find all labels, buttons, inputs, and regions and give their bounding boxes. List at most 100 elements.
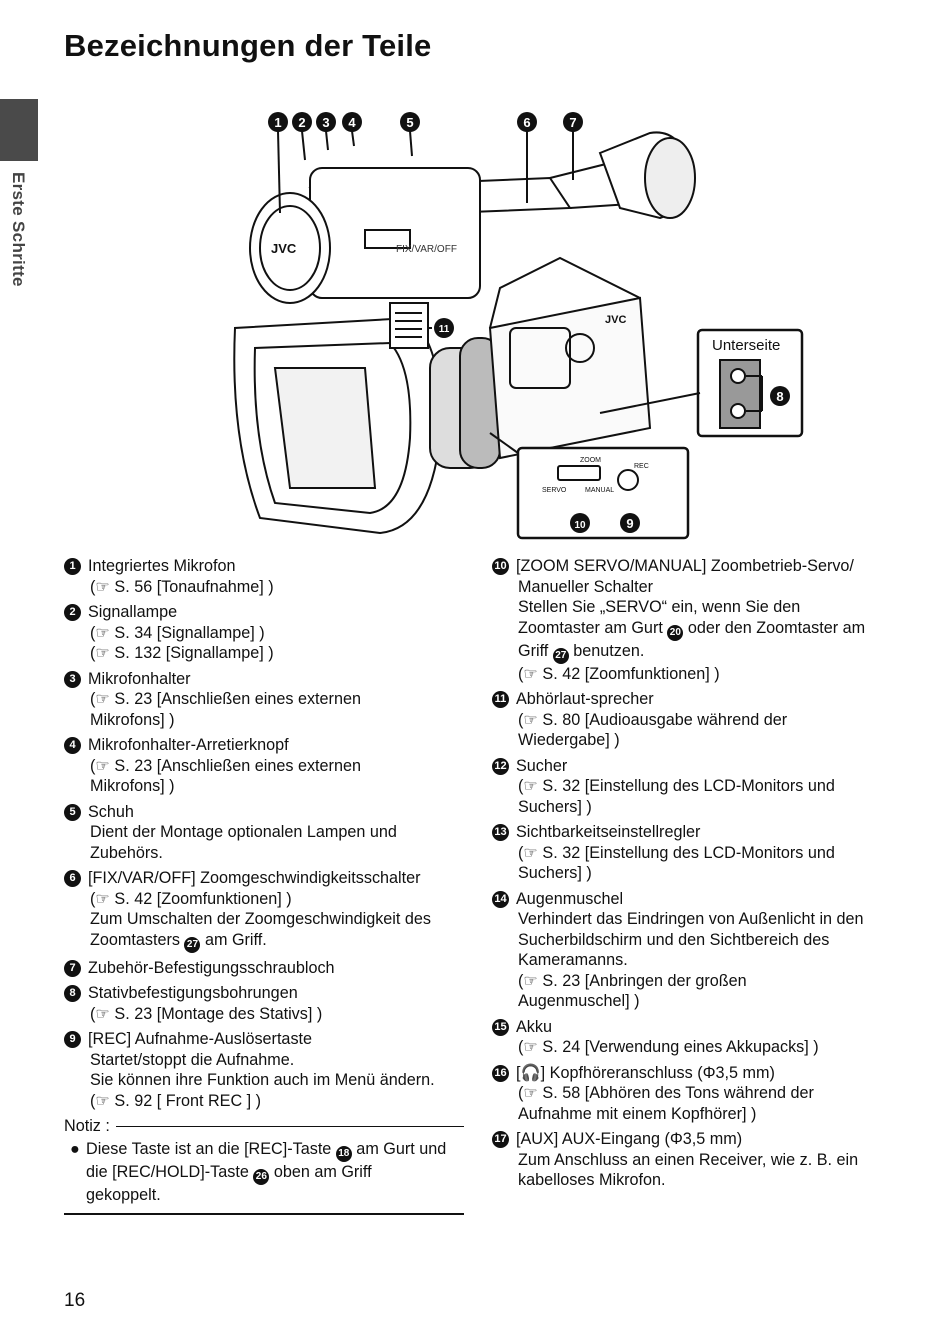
item-line: Zum Anschluss an einen Receiver, wie z. … [518, 1150, 859, 1169]
part-item-12: 12 Sucher (☞ S. 32 [Einstellung des LCD-… [492, 756, 902, 818]
part-item-13: 13 Sichtbarkeitseinstellregler (☞ S. 32 … [492, 822, 902, 884]
part-item-16: 16 [🎧] Kopfhöreranschluss (Φ3,5 mm) (☞ S… [492, 1063, 902, 1125]
item-line: Mikrofons] ) [90, 710, 175, 729]
item-line: (☞ S. 32 [Einstellung des LCD-Monitors u… [518, 777, 835, 795]
item-line: (☞ S. 23 [Anbringen der großen [518, 971, 747, 990]
part-item-8: 8 Stativbefestigungsbohrungen (☞ S. 23 [… [64, 983, 464, 1024]
page-title: Bezeichnungen der Teile [64, 28, 432, 63]
item-line: (☞ S. 23 [Montage des Stativs] ) [90, 1004, 323, 1023]
item-number-badge: 12 [492, 757, 509, 775]
item-line: (☞ S. 58 [Abhören des Tons während der [518, 1084, 814, 1102]
item-line: Kameramanns. [518, 951, 628, 969]
parts-list-left: 1 Integriertes Mikrofon (☞ S. 56 [Tonauf… [64, 556, 464, 1215]
callout-10-text: 10 [574, 520, 586, 531]
item-line: (☞ S. 42 [Zoomfunktionen] ) [90, 889, 292, 908]
item-line: Griff 27 benutzen. [516, 641, 902, 664]
item-number-badge: 7 [64, 959, 81, 977]
part-item-2: 2 Signallampe (☞ S. 34 [Signallampe] ) (… [64, 602, 464, 664]
item-line: (☞ S. 34 [Signallampe] ) [90, 623, 265, 642]
note-line: gekoppelt. [86, 1185, 161, 1204]
item-title: [AUX] AUX-Eingang (Φ3,5 mm) [516, 1130, 743, 1148]
item-line: kabelloses Mikrofon. [518, 1171, 666, 1189]
part-item-4: 4 Mikrofonhalter-Arretierknopf (☞ S. 23 … [64, 735, 464, 797]
callout-4 [342, 112, 362, 132]
item-line: Zum Umschalten der Zoomgeschwindigkeit d… [90, 910, 431, 928]
callout-9-text: 9 [626, 516, 633, 531]
item-line: Augenmuschel] ) [518, 992, 640, 1010]
item-number-badge: 16 [492, 1064, 509, 1082]
parts-list-right: 10 [ZOOM SERVO/MANUAL] Zoombetrieb-Servo… [492, 556, 902, 1196]
camera-illustration: FIX/VAR/OFF JVC JVC Unterseite ZOOM SERV… [233, 112, 804, 540]
item-number-badge: 11 [492, 691, 509, 708]
callout-3-text: 3 [322, 115, 329, 130]
callout-6 [517, 112, 537, 132]
item-line: Verhindert das Eindringen von Außenlicht… [518, 910, 864, 928]
item-number-badge: 2 [64, 604, 81, 621]
part-item-1: 1 Integriertes Mikrofon (☞ S. 56 [Tonauf… [64, 556, 464, 597]
text-fragment: am Griff. [200, 930, 267, 949]
item-number-badge: 8 [64, 985, 81, 1002]
item-line: Dient der Montage optionalen Lampen und [90, 823, 397, 841]
item-number-badge: 10 [492, 558, 509, 575]
note-box: Notiz : ● Diese Taste ist an die [REC]-T… [64, 1116, 464, 1215]
item-number-badge: 5 [64, 803, 81, 821]
item-title: Akku [516, 1017, 552, 1036]
item-title: Mikrofonhalter-Arretierknopf [88, 736, 289, 754]
item-line: (☞ S. 92 [ Front REC ] ) [90, 1091, 262, 1110]
item-line: Stellen Sie „SERVO“ ein, wenn Sie den [518, 598, 801, 616]
inline-number-badge: 27 [184, 936, 201, 953]
item-line: (☞ S. 132 [Signallampe] ) [90, 644, 274, 662]
part-item-10: 10 [ZOOM SERVO/MANUAL] Zoombetrieb-Servo… [492, 556, 902, 684]
page-number: 16 [64, 1290, 86, 1311]
callout-4-text: 4 [348, 115, 356, 130]
callout-11-text: 11 [439, 324, 450, 335]
text-fragment: die [REC/HOLD]-Taste [86, 1162, 254, 1181]
note-header: Notiz : [64, 1116, 464, 1137]
item-title: Augenmuschel [516, 889, 624, 908]
inline-number-badge: 27 [552, 647, 569, 664]
item-number-badge: 6 [64, 870, 81, 887]
inline-number-badge: 26 [253, 1168, 270, 1185]
callout-5 [400, 112, 420, 132]
item-title: [ZOOM SERVO/MANUAL] Zoombetrieb-Servo/ [516, 557, 854, 575]
callout-7 [563, 112, 583, 132]
note-end-rule [64, 1213, 464, 1215]
fix-var-off-switch-label: FIX/VAR/OFF [396, 244, 457, 255]
text-fragment: oben am Griff [269, 1162, 372, 1181]
section-tab-marker [0, 99, 38, 161]
item-title: [REC] Aufnahme-Auslösertaste [88, 1030, 313, 1048]
item-line: Startet/stoppt die Aufnahme. [90, 1050, 295, 1069]
body-brand-label: JVC [605, 314, 626, 326]
callout-8-text: 8 [776, 389, 783, 404]
item-title: Sucher [516, 756, 568, 775]
inline-number-badge: 20 [667, 624, 684, 641]
zoom-panel-servo-label: SERVO [542, 487, 567, 494]
item-title: Mikrofonhalter [88, 669, 191, 688]
item-title: [🎧] Kopfhöreranschluss (Φ3,5 mm) [516, 1063, 775, 1082]
item-number-badge: 13 [492, 824, 509, 841]
text-fragment: benutzen. [568, 641, 645, 660]
zoom-panel-manual-label: MANUAL [585, 487, 614, 494]
item-number-badge: 15 [492, 1018, 509, 1036]
text-fragment: am Gurt und [351, 1139, 447, 1158]
inline-number-badge: 18 [335, 1145, 352, 1162]
item-line: Zoomtasters 27 am Griff. [88, 930, 464, 953]
item-number-badge: 9 [64, 1031, 81, 1048]
callout-10 [570, 513, 590, 533]
item-number-badge: 17 [492, 1131, 509, 1148]
text-fragment: Zoomtaster am Gurt [518, 618, 668, 637]
item-line: (☞ S. 24 [Verwendung eines Akkupacks] ) [518, 1038, 819, 1056]
callout-5-text: 5 [406, 115, 413, 130]
item-line: Manueller Schalter [518, 577, 653, 596]
item-line: Zubehörs. [90, 843, 163, 862]
item-line: Sucherbildschirm und den Sichtbereich de… [518, 930, 830, 949]
callout-8 [770, 386, 790, 406]
item-line: (☞ S. 42 [Zoomfunktionen] ) [518, 664, 720, 683]
item-line: Sie können ihre Funktion auch im Menü än… [90, 1071, 435, 1089]
note-text: ● Diese Taste ist an die [REC]-Taste 18 … [64, 1139, 464, 1206]
item-title: Stativbefestigungsbohrungen [88, 984, 298, 1002]
text-fragment: Griff [518, 641, 553, 660]
item-line: Wiedergabe] ) [518, 731, 620, 749]
item-line: (☞ S. 56 [Tonaufnahme] ) [90, 577, 274, 596]
callout-1 [268, 112, 288, 132]
